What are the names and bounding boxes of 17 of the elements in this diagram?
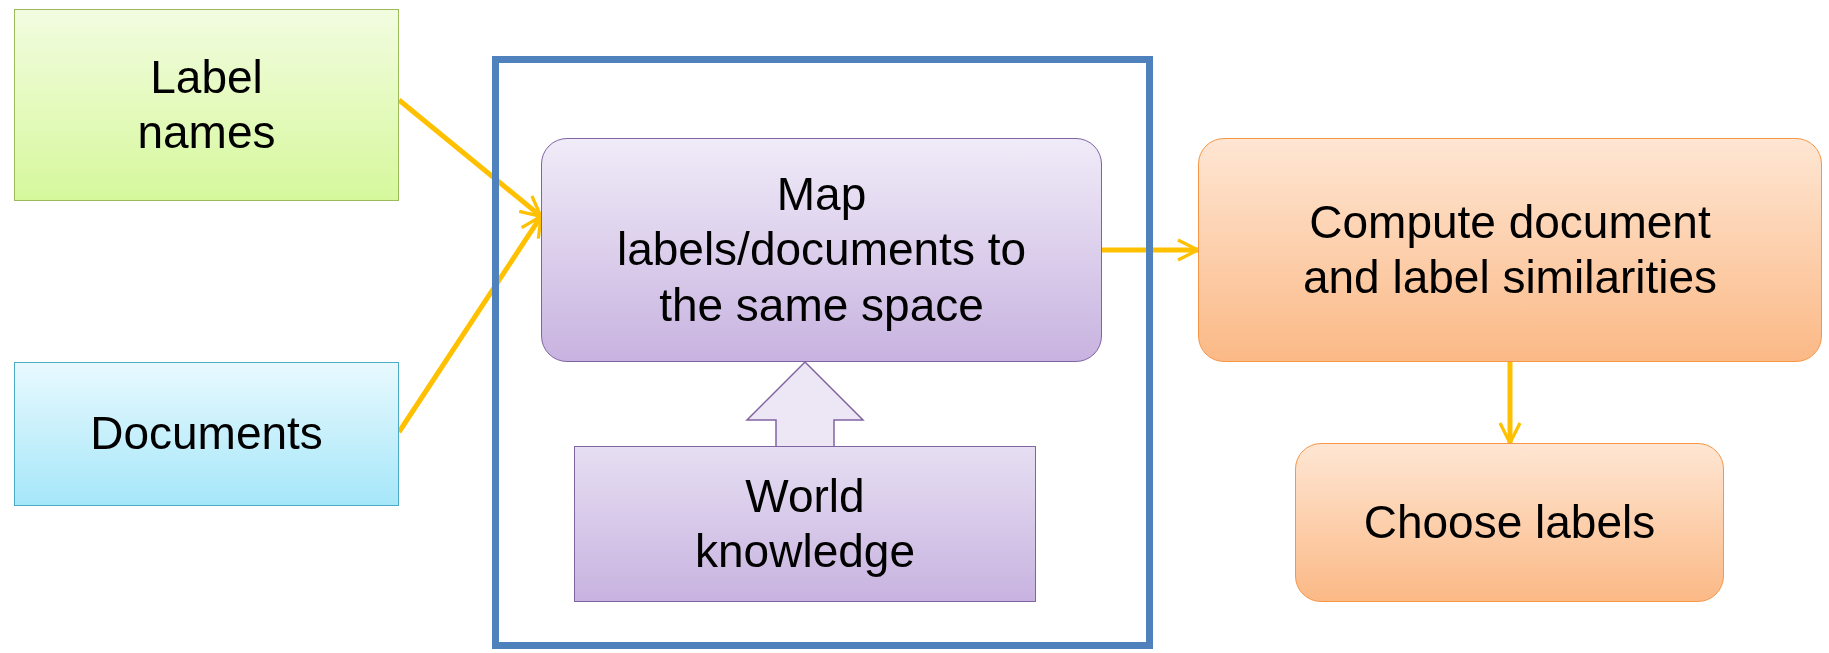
arrow <box>1498 362 1522 445</box>
process-box <box>1295 443 1724 602</box>
node-label: Map labels/documents to the same space <box>615 167 1028 333</box>
process-box <box>541 138 1102 362</box>
block-arrow <box>745 360 865 447</box>
arrow <box>397 98 543 219</box>
node-label: Compute document and label similarities <box>1301 194 1719 305</box>
node-label: World knowledge <box>694 468 916 579</box>
process-box <box>1198 138 1822 362</box>
node-label: Label names <box>136 49 277 160</box>
node-label: Documents <box>90 406 323 462</box>
node-label: Choose labels <box>1363 494 1656 550</box>
callout-box <box>574 446 1036 602</box>
input-box <box>14 9 399 201</box>
box-frame <box>492 56 1153 649</box>
arrow <box>1102 238 1200 262</box>
input-box <box>14 362 399 506</box>
